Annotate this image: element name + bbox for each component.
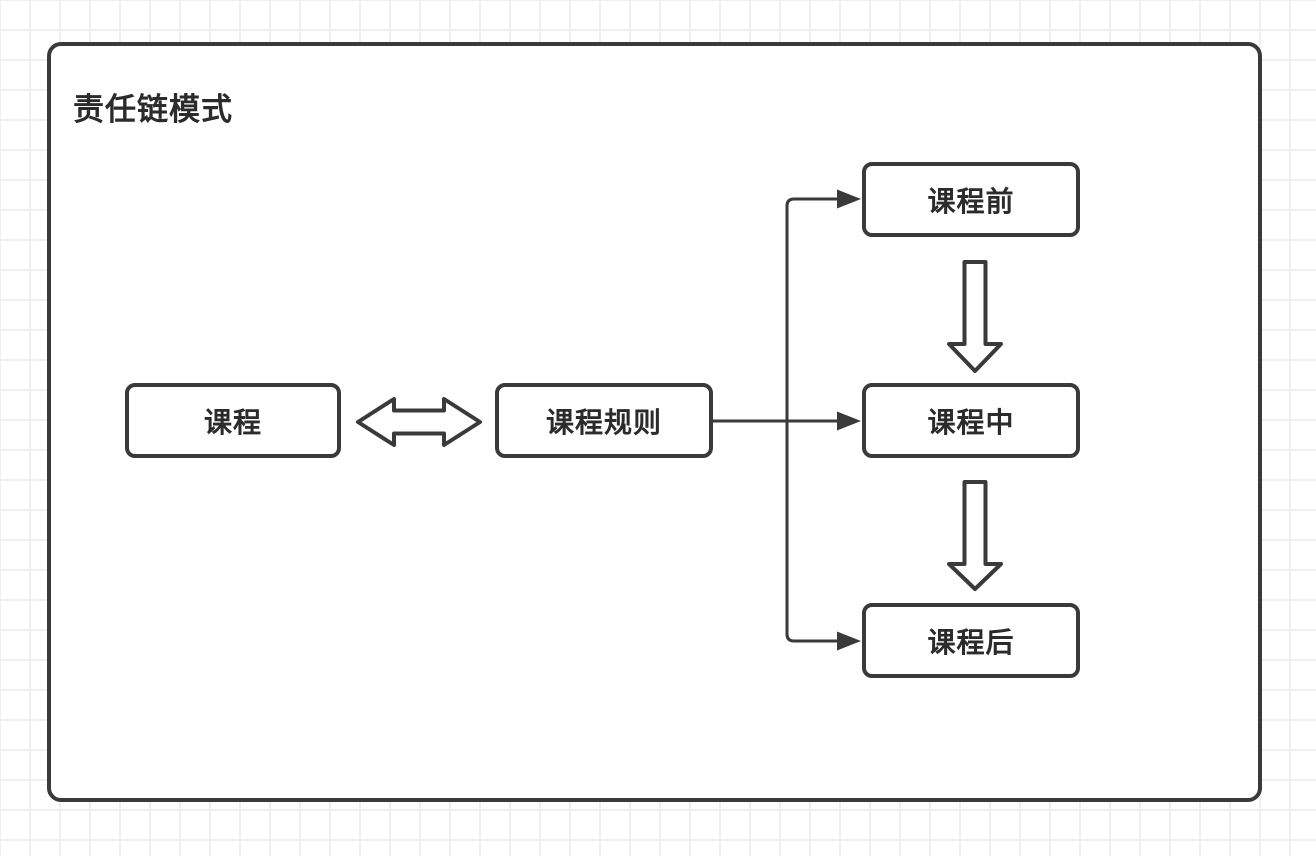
node-before[interactable]: 课程前 xyxy=(862,162,1080,237)
node-after-label: 课程后 xyxy=(927,626,1015,658)
diagram-title: 责任链模式 xyxy=(73,92,233,127)
node-rules[interactable]: 课程规则 xyxy=(495,383,713,458)
node-during[interactable]: 课程中 xyxy=(862,383,1080,458)
node-before-label: 课程前 xyxy=(927,185,1015,217)
node-after[interactable]: 课程后 xyxy=(862,603,1080,678)
node-course[interactable]: 课程 xyxy=(125,383,341,458)
node-rules-label: 课程规则 xyxy=(545,406,662,438)
node-course-label: 课程 xyxy=(203,406,262,438)
node-during-label: 课程中 xyxy=(927,406,1015,438)
